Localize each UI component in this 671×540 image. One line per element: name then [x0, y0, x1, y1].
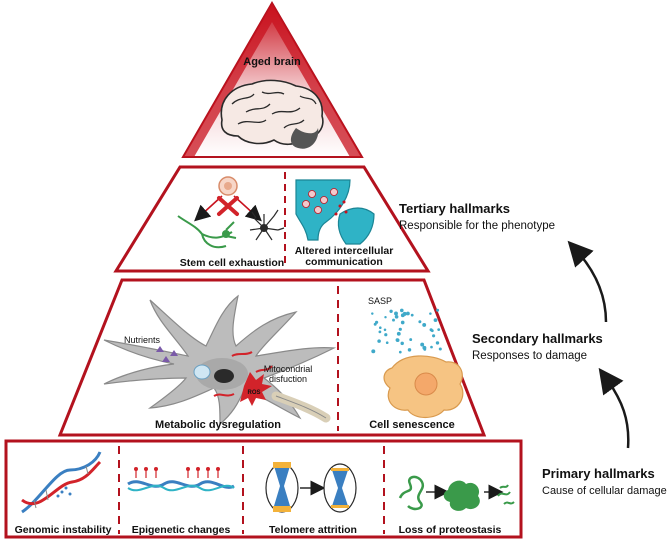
sasp-particle — [433, 318, 438, 322]
nutrients-label: Nutrients — [124, 335, 161, 345]
sasp-particle — [410, 313, 414, 317]
sasp-particle — [379, 326, 382, 329]
sasp-particle — [435, 341, 440, 345]
sasp-particle — [394, 314, 399, 319]
primary-tier-frame — [4, 439, 523, 539]
sasp-particle — [377, 339, 381, 343]
stem-cell-icon — [177, 176, 285, 249]
apex-edge — [183, 3, 362, 157]
epigenetic-icon — [127, 467, 235, 492]
sasp-particle — [400, 313, 405, 318]
mito-label-line1: Mitocondrial — [264, 364, 313, 374]
tertiary-hallmarks-title: Tertiary hallmarks — [399, 201, 511, 216]
neuron-icon — [103, 294, 337, 426]
sasp-particle — [384, 316, 387, 319]
sasp-particle — [429, 312, 432, 315]
telomere-attrition-label: Telomere attrition — [269, 524, 357, 536]
sasp-label: SASP — [368, 296, 392, 306]
primary-hallmarks-subtitle: Cause of cellular damage — [542, 485, 667, 497]
secondary-hallmarks-title: Secondary hallmarks — [472, 331, 603, 346]
senescent-cell-icon — [383, 355, 464, 419]
sasp-particle — [395, 338, 400, 342]
sasp-particle — [392, 318, 395, 322]
sasp-particle — [398, 327, 402, 331]
sasp-particle — [407, 348, 412, 352]
sasp-particle — [432, 334, 436, 338]
telomere-icon — [265, 462, 357, 513]
sasp-particle — [409, 338, 413, 342]
sasp-particle — [422, 322, 427, 327]
tertiary-hallmarks-subtitle: Responsible for the phenotype — [399, 220, 555, 232]
brain-icon — [220, 79, 324, 149]
sasp-particle — [398, 350, 402, 354]
synapse-icon — [295, 179, 375, 245]
altered-communication-label-line2: communication — [305, 256, 383, 268]
cell-senescence-label: Cell senescence — [369, 419, 455, 431]
secondary-to-tertiary-arrow — [567, 240, 608, 323]
apex-label: Aged brain — [243, 56, 301, 68]
sasp-particle — [437, 328, 441, 331]
sasp-particle — [383, 328, 387, 332]
stem-cell-exhaustion-label: Stem cell exhaustion — [180, 257, 284, 269]
sasp-particles — [371, 308, 442, 354]
sasp-particle — [399, 308, 404, 313]
sasp-particle — [389, 309, 393, 313]
sasp-particle — [371, 312, 374, 315]
loss-of-proteostasis-label: Loss of proteostasis — [399, 524, 502, 536]
epigenetic-changes-label: Epigenetic changes — [132, 524, 231, 536]
sasp-particle — [430, 345, 433, 349]
primary-hallmarks-title: Primary hallmarks — [542, 466, 655, 481]
sasp-particle — [420, 342, 425, 347]
altered-communication-label-line1: Altered intercellular — [295, 245, 394, 257]
sasp-particle — [438, 347, 442, 351]
primary-to-secondary-arrow — [598, 367, 630, 449]
dna-icon — [21, 451, 102, 514]
sasp-particle — [418, 320, 422, 324]
sasp-particle — [429, 328, 433, 332]
sasp-particle — [378, 330, 382, 334]
sasp-particle — [384, 333, 388, 337]
sasp-particle — [406, 311, 410, 316]
sasp-particle — [400, 320, 405, 325]
sasp-particle — [423, 347, 427, 351]
mito-label-line2: disfuction — [269, 374, 307, 384]
sasp-particle — [385, 341, 389, 345]
secondary-hallmarks-subtitle: Responses to damage — [472, 350, 588, 362]
metabolic-dysregulation-label: Metabolic dysregulation — [155, 419, 281, 431]
sasp-particle — [371, 349, 376, 354]
sasp-particle — [400, 341, 404, 346]
sasp-particle — [375, 320, 379, 324]
genomic-instability-label: Genomic instability — [15, 524, 112, 536]
sasp-particle — [394, 311, 398, 316]
sasp-particle — [396, 331, 401, 336]
sasp-particle — [436, 308, 440, 312]
ros-label: ROS — [247, 390, 260, 396]
proteostasis-icon — [398, 475, 515, 511]
